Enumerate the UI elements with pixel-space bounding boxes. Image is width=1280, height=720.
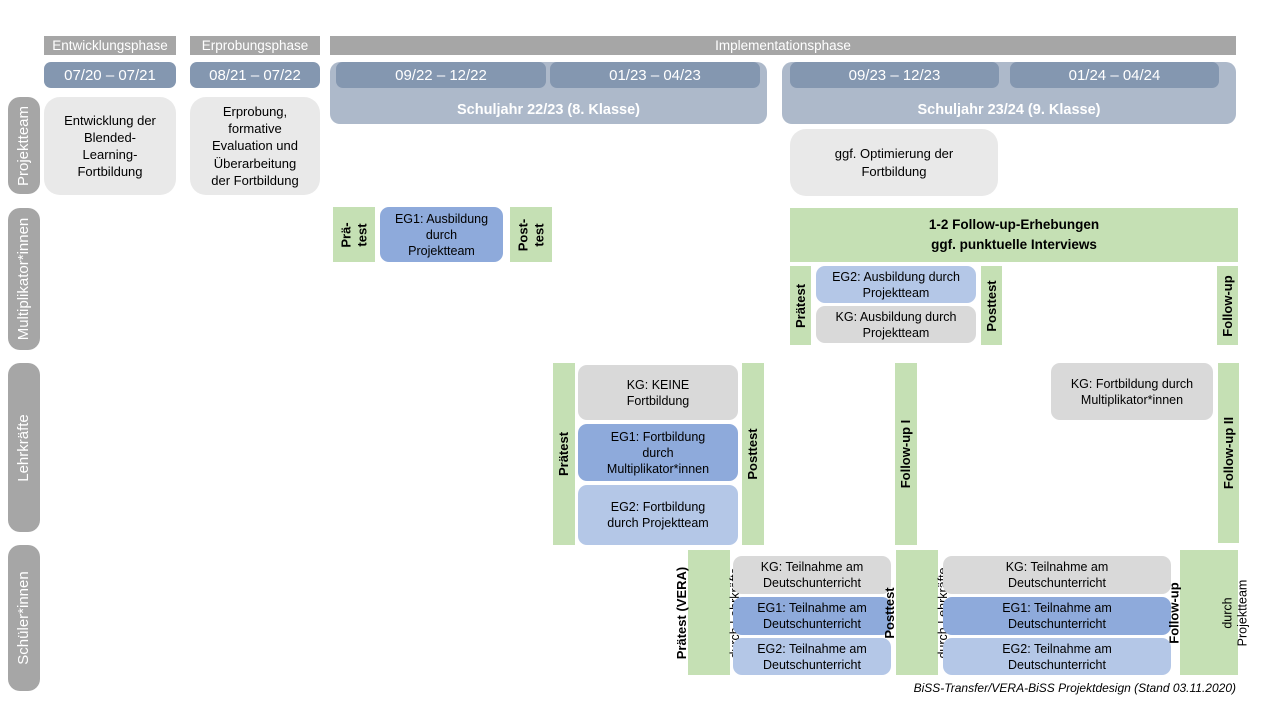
box-optimierung-fortbildung: ggf. Optimierung der Fortbildung [790, 129, 998, 196]
row-label-projektteam: Projektteam [8, 97, 40, 194]
date-pill-0720-0721: 07/20 – 07/21 [44, 62, 176, 88]
box-followup-erhebungen: 1-2 Follow-up-Erhebungen ggf. punktuelle… [790, 208, 1238, 262]
box-kg-teilnahme-1: KG: Teilnahme am Deutschunterricht [733, 556, 891, 594]
bar-followup-multiplikatoren-text: Follow-up [1219, 274, 1235, 337]
diagram-caption: BiSS-Transfer/VERA-BiSS Projektdesign (S… [913, 681, 1236, 695]
box-erprobung-evaluation: Erprobung, formative Evaluation und Über… [190, 97, 320, 195]
row-label-multiplikatoren-text: Multiplikator*innen [15, 217, 32, 341]
row-label-projektteam-text: Projektteam [15, 105, 32, 186]
bar-praetest-vera-schueler: Prätest (VERA) durch Lehrkräfte [675, 550, 742, 675]
box-kg-fortbildung-multiplikatoren: KG: Fortbildung durch Multiplikator*inne… [1051, 363, 1213, 420]
bar-praetest-vera-title: Prätest (VERA) [674, 566, 690, 659]
bar-praetest-multiplikatoren-2: Prätest [790, 266, 811, 345]
box-kg-keine-fortbildung: KG: KEINE Fortbildung [578, 365, 738, 420]
date-pill-0821-0722: 08/21 – 07/22 [190, 62, 320, 88]
bar-posttest-multiplikatoren-1: Post- test [510, 207, 552, 262]
date-pill-0922-1222: 09/22 – 12/22 [336, 62, 546, 88]
bar-followup-schueler-title: Follow-up [1167, 581, 1183, 644]
box-kg-ausbildung-projektteam: KG: Ausbildung durch Projektteam [816, 306, 976, 343]
box-eg2-fortbildung-projektteam: EG2: Fortbildung durch Projektteam [578, 485, 738, 545]
phase-header-erprobungsphase: Erprobungsphase [190, 36, 320, 55]
row-label-lehrkraefte-text: Lehrkräfte [15, 413, 32, 482]
bar-praetest-multiplikatoren-2-text: Prätest [792, 283, 808, 328]
box-eg1-ausbildung-projektteam: EG1: Ausbildung durch Projektteam [380, 207, 503, 262]
row-label-schueler: Schüler*innen [8, 545, 40, 691]
bar-praetest-multiplikatoren-1-text: Prä- test [338, 221, 369, 248]
row-label-multiplikatoren: Multiplikator*innen [8, 208, 40, 350]
box-kg-teilnahme-2: KG: Teilnahme am Deutschunterricht [943, 556, 1171, 594]
date-pill-0123-0423: 01/23 – 04/23 [550, 62, 760, 88]
date-pill-0923-1223: 09/23 – 12/23 [790, 62, 999, 88]
bar-posttest-lehrkraefte-text: Posttest [745, 428, 761, 480]
bar-posttest-multiplikatoren-1-text: Post- test [515, 218, 546, 251]
phase-header-entwicklungsphase: Entwicklungsphase [44, 36, 176, 55]
date-pill-0124-0424: 01/24 – 04/24 [1010, 62, 1219, 88]
box-eg1-teilnahme-1: EG1: Teilnahme am Deutschunterricht [733, 597, 891, 635]
box-entwicklung-fortbildung: Entwicklung der Blended- Learning- Fortb… [44, 97, 176, 195]
bar-posttest-schueler-title: Posttest [882, 586, 898, 639]
bar-posttest-lehrkraefte: Posttest [742, 363, 764, 545]
box-eg1-teilnahme-2: EG1: Teilnahme am Deutschunterricht [943, 597, 1171, 635]
phase-header-implementationsphase: Implementationsphase [330, 36, 1236, 55]
row-label-schueler-text: Schüler*innen [15, 571, 32, 665]
bar-praetest-lehrkraefte-text: Prätest [556, 431, 572, 477]
bar-followup-schueler-sub: durch Projektteam [1220, 579, 1250, 646]
box-eg2-teilnahme-2: EG2: Teilnahme am Deutschunterricht [943, 638, 1171, 675]
bar-followup-1-lehrkraefte-text: Follow-up I [898, 419, 914, 489]
row-label-lehrkraefte: Lehrkräfte [8, 363, 40, 532]
bar-followup-1-lehrkraefte: Follow-up I [895, 363, 917, 545]
box-eg2-ausbildung-projektteam: EG2: Ausbildung durch Projektteam [816, 266, 976, 303]
bar-posttest-multiplikatoren-2: Posttest [981, 266, 1002, 345]
box-eg2-teilnahme-1: EG2: Teilnahme am Deutschunterricht [733, 638, 891, 675]
bar-posttest-schueler: Posttest durch Lehrkräfte [883, 550, 950, 675]
box-eg1-fortbildung-multiplikatoren: EG1: Fortbildung durch Multiplikator*inn… [578, 424, 738, 481]
bar-followup-multiplikatoren: Follow-up [1217, 266, 1238, 345]
bar-praetest-lehrkraefte: Prätest [553, 363, 575, 545]
bar-followup-2-lehrkraefte: Follow-up II [1218, 363, 1239, 543]
bar-praetest-multiplikatoren-1: Prä- test [333, 207, 375, 262]
bar-followup-schueler: Follow-up durch Projektteam [1167, 550, 1250, 675]
bar-posttest-multiplikatoren-2-text: Posttest [983, 279, 999, 332]
bar-followup-2-lehrkraefte-text: Follow-up II [1220, 416, 1236, 490]
